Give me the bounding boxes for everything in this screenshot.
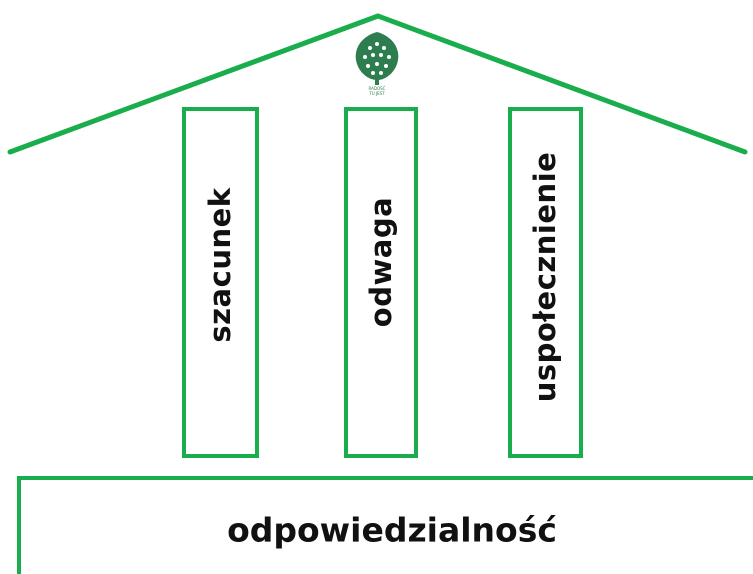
logo: RADOŚĆ TU JEST (355, 32, 399, 96)
roof (7, 13, 748, 155)
logo-caption-line1: RADOŚĆ (369, 86, 386, 91)
logo-caption-line2: TU JEST (368, 91, 385, 96)
pillar-label: odwaga (364, 197, 398, 327)
pillar-uspolecznienie: uspołecznienie (508, 107, 583, 458)
pillar-box (182, 107, 259, 458)
base-label: odpowiedzialność (227, 511, 557, 550)
pillar-label: uspołecznienie (528, 152, 562, 403)
pillar-box (344, 107, 418, 458)
pillar-label: szacunek (203, 187, 237, 342)
pillar-box (508, 107, 583, 458)
pillar-odwaga: odwaga (344, 107, 418, 458)
base-foundation: odpowiedzialność (17, 476, 753, 574)
tree-icon (355, 32, 399, 85)
pillar-szacunek: szacunek (182, 107, 259, 458)
base-box (17, 476, 753, 574)
